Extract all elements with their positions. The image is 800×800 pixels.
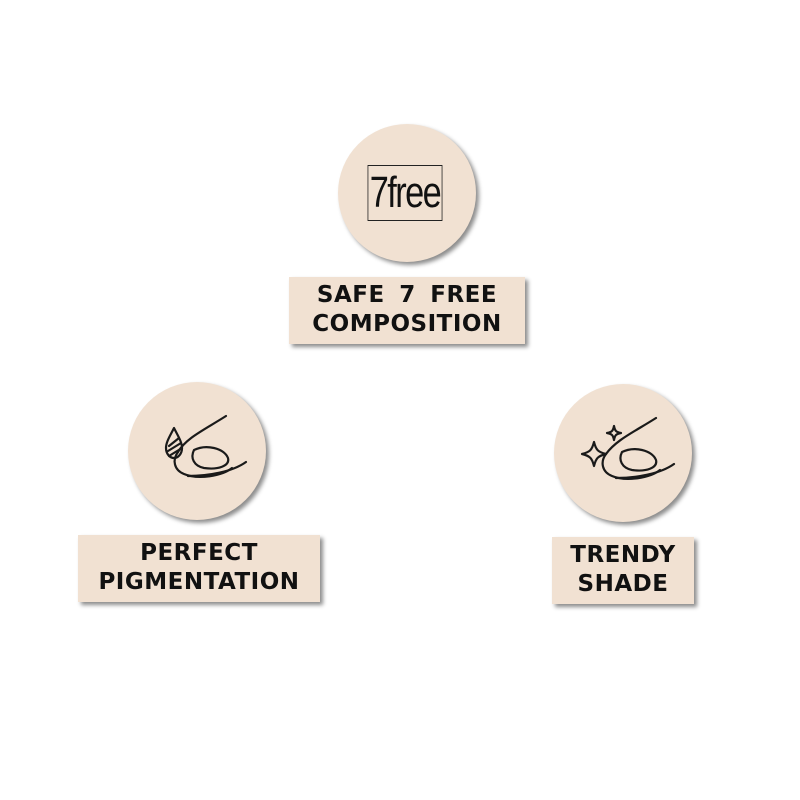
feature-circle	[128, 382, 266, 520]
feature-label: SAFE 7 FREE COMPOSITION	[289, 277, 525, 344]
feature-label-line-2: PIGMENTATION	[98, 569, 300, 595]
feature-label-line-1: PERFECT	[140, 540, 258, 566]
feature-safe-7-free: 7free SAFE 7 FREE COMPOSITION	[289, 124, 525, 344]
feature-label-line-2: COMPOSITION	[312, 311, 502, 337]
feature-circle	[554, 384, 692, 522]
feature-perfect-pigmentation: PERFECT PIGMENTATION	[78, 382, 320, 602]
feature-label: TRENDY SHADE	[552, 537, 694, 604]
feature-label: PERFECT PIGMENTATION	[78, 535, 320, 602]
feature-circle: 7free	[338, 124, 476, 262]
7free-badge-icon: 7free	[367, 165, 443, 221]
nail-sparkle-icon	[580, 416, 676, 480]
feature-trendy-shade: TRENDY SHADE	[552, 384, 694, 604]
feature-label-line-1: TRENDY	[570, 542, 676, 568]
feature-label-line-1: SAFE 7 FREE	[316, 282, 498, 308]
feature-label-line-2: SHADE	[577, 571, 669, 597]
nail-drop-icon	[164, 414, 248, 478]
badge-text: 7free	[369, 168, 442, 217]
